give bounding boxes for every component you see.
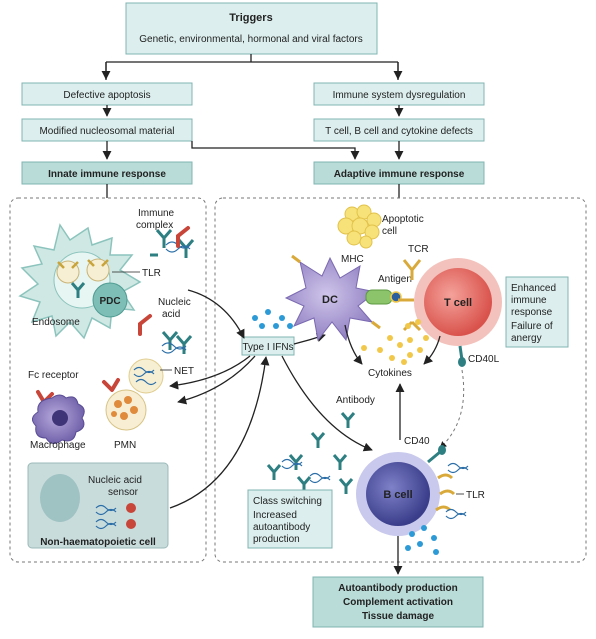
enhanced-line-1: Enhanced	[511, 283, 556, 294]
sensor-dot-1	[126, 503, 136, 513]
non-haem-label: Non-haematopoietic cell	[40, 537, 156, 548]
cd40-link	[439, 369, 465, 449]
outcome-line-2: Complement activation	[343, 597, 453, 608]
enhanced-line-4: Failure of	[511, 321, 553, 332]
immune-complex-label-2: complex	[136, 220, 173, 231]
enhanced-line-5: anergy	[511, 333, 542, 344]
dna-icon-sensor	[95, 504, 117, 530]
antibody-icon-2	[161, 331, 193, 354]
tcr-label: TCR	[408, 244, 429, 255]
mhc-label: MHC	[341, 254, 364, 265]
dc-cell	[284, 256, 378, 342]
triggers-title: Triggers	[229, 12, 272, 24]
enhanced-line-2: immune	[511, 295, 547, 306]
apoptotic-cell	[337, 204, 382, 249]
apoptotic-label-2: cell	[382, 226, 397, 237]
cd40l-label: CD40L	[468, 354, 500, 365]
sensor-label-1: Nucleic acid	[88, 475, 142, 486]
pdc-label: PDC	[99, 296, 120, 307]
red-antibody-icon-2	[138, 314, 152, 336]
type1-ifn-label: Type I IFNs	[242, 342, 293, 353]
cytokine-dots	[361, 319, 429, 365]
net-label: NET	[174, 366, 194, 377]
cd40-label: CD40	[404, 436, 430, 447]
tcr-receptor-icon	[398, 259, 422, 332]
net-circle	[128, 358, 164, 394]
t-cell-label: T cell	[444, 297, 472, 309]
mhc-molecule	[365, 289, 393, 305]
pmn-nucleus	[111, 396, 138, 420]
nucleic-acid-label-2: acid	[162, 309, 180, 320]
class-switching-line-4: production	[253, 534, 300, 545]
outcome-line-3: Tissue damage	[362, 611, 435, 622]
apoptotic-label-1: Apoptotic	[382, 214, 424, 225]
antigen-label: Antigen	[378, 274, 412, 285]
center-arrows	[169, 289, 373, 509]
dna-icon-tlr	[445, 462, 469, 520]
class-switching-line-2: Increased	[253, 510, 297, 521]
dna-icon-na	[161, 342, 187, 354]
adaptive-header-label: Adaptive immune response	[334, 169, 465, 180]
triggers-box: Triggers Genetic, environmental, hormona…	[125, 2, 378, 55]
enhanced-response-box	[505, 276, 569, 348]
innate-header-label: Innate immune response	[48, 169, 166, 180]
dc-label: DC	[322, 294, 338, 306]
macrophage-label: Macrophage	[30, 440, 86, 451]
triggers-subtitle: Genetic, environmental, hormonal and vir…	[139, 34, 362, 45]
adaptive-panel	[214, 197, 587, 563]
pmn-label: PMN	[114, 440, 136, 451]
b-cell	[366, 462, 430, 526]
type1-ifn-box	[241, 336, 295, 356]
dc-receptor-icon	[291, 254, 381, 330]
enhanced-line-3: response	[511, 307, 553, 318]
sensor-label-2: sensor	[108, 487, 139, 498]
tlr-label: TLR	[142, 268, 161, 279]
class-switching-line-1: Class switching	[253, 496, 322, 507]
cd40l-icon	[458, 357, 466, 367]
ifn-dots	[252, 309, 293, 329]
defective-apoptosis-label: Defective apoptosis	[63, 90, 150, 101]
tlr-receptor-icon	[57, 259, 109, 269]
outcome-box	[312, 576, 484, 628]
fc-receptor-label: Fc receptor	[28, 370, 79, 381]
antibody-label: Antibody	[336, 395, 375, 406]
macrophage-nucleus	[52, 410, 68, 426]
cytokines-label: Cytokines	[368, 368, 412, 379]
b-cell-tlr-icon	[435, 473, 456, 512]
cytokine-arrows	[344, 324, 441, 440]
pdc-nucleus	[92, 282, 128, 318]
trigger-connectors	[101, 54, 403, 80]
class-switching-line-3: autoantibody	[253, 522, 310, 533]
innate-panel	[9, 197, 207, 563]
defects-label: T cell, B cell and cytokine defects	[325, 126, 473, 137]
antibody-dots	[405, 525, 439, 555]
t-cell	[424, 268, 492, 336]
b-cell-label: B cell	[383, 489, 412, 501]
endosome-label: Endosome	[32, 317, 80, 328]
nucleic-acid-label-1: Nucleic	[158, 297, 191, 308]
red-antibody-icon-1	[176, 226, 190, 248]
immune-complex-icon	[150, 229, 195, 258]
dysregulation-label: Immune system dysregulation	[333, 90, 466, 101]
immune-complex-label-1: Immune	[138, 208, 175, 219]
pmn-cell	[105, 389, 147, 431]
cd40-icon	[438, 445, 446, 455]
class-switching-box	[247, 489, 333, 549]
outcome-line-1: Autoantibody production	[338, 583, 457, 594]
cd40-stalk	[427, 450, 441, 464]
arrow-cross	[191, 141, 360, 160]
red-antibody-icon-pmn	[102, 378, 120, 392]
dna-icon-net	[133, 366, 157, 386]
dna-icons-adaptive	[281, 458, 331, 484]
antibody-icon-pdc	[70, 282, 86, 298]
sensor-dot-2	[126, 519, 136, 529]
b-tlr-label: TLR	[466, 490, 485, 501]
non-haem-nucleus	[40, 474, 80, 522]
nucleosomal-label: Modified nucleosomal material	[39, 126, 174, 137]
floating-antibodies	[266, 412, 356, 494]
